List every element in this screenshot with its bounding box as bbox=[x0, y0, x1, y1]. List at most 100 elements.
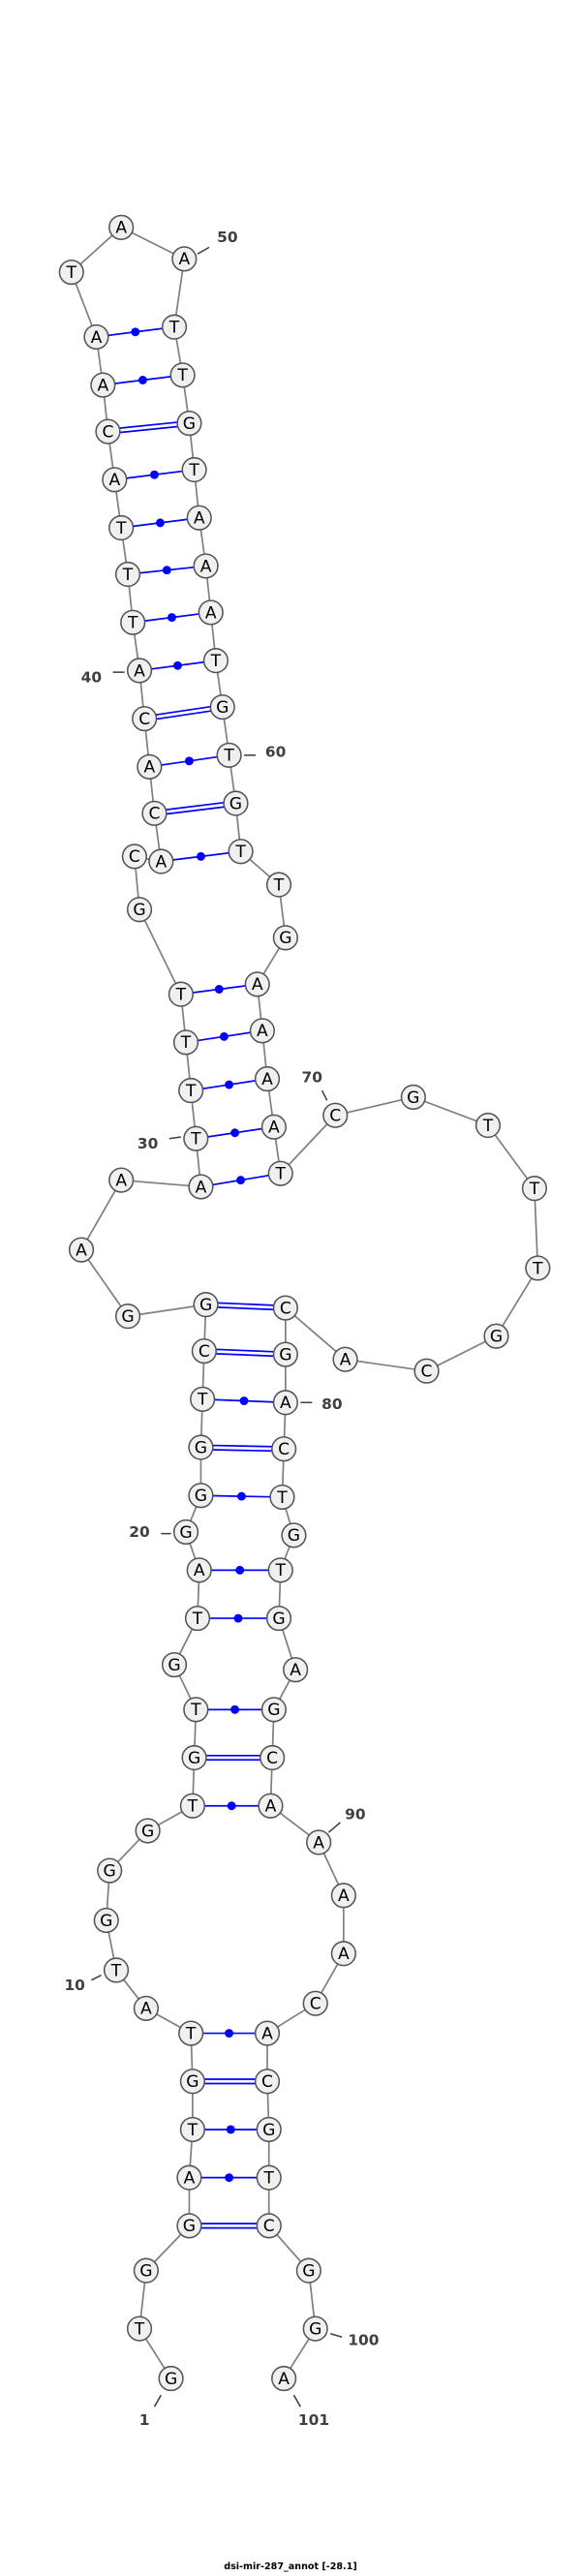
nucleotide-75: G bbox=[483, 1323, 509, 1349]
nucleotide-letter: A bbox=[338, 1886, 350, 1906]
pair-dot bbox=[167, 613, 176, 623]
nucleotide-70: C bbox=[322, 1102, 349, 1128]
nucleotide-letter: T bbox=[274, 1561, 286, 1580]
nucleotide-letter: A bbox=[134, 661, 145, 681]
nucleotide-circle bbox=[97, 1857, 123, 1884]
nucleotide-88: C bbox=[260, 1744, 286, 1771]
nucleotide-letter: G bbox=[183, 2217, 196, 2236]
nucleotide-circle bbox=[413, 1358, 440, 1384]
pair-line bbox=[144, 708, 224, 722]
nucleotide-81: C bbox=[271, 1436, 297, 1462]
nucleotide-circle bbox=[267, 1557, 293, 1583]
nucleotide-letter: C bbox=[138, 710, 150, 729]
nucleotide-22: G bbox=[188, 1434, 214, 1460]
nucleotide-letter: T bbox=[175, 985, 187, 1004]
nucleotide-circle bbox=[178, 1077, 204, 1104]
backbone-link bbox=[280, 1115, 336, 1175]
nucleotide-circle bbox=[216, 742, 242, 768]
nucleotide-40: A bbox=[126, 658, 153, 684]
nucleotide-circle bbox=[93, 1907, 119, 1934]
nucleotide-circle bbox=[249, 1018, 275, 1044]
nucleotide-circle bbox=[302, 2315, 328, 2342]
pair-dot bbox=[239, 1396, 249, 1406]
pair-dot bbox=[225, 1080, 234, 1089]
nucleotide-77: A bbox=[332, 1346, 358, 1372]
nucleotide-circle bbox=[161, 314, 188, 340]
nucleotide-circle bbox=[172, 1029, 199, 1056]
pair-line bbox=[107, 424, 190, 435]
nucleotide-letter: C bbox=[199, 1342, 210, 1362]
base-pair bbox=[161, 850, 241, 863]
nucleotide-circle bbox=[179, 1793, 205, 1819]
nucleotide-circle bbox=[306, 1829, 332, 1855]
base-pair bbox=[149, 753, 229, 768]
pair-dot bbox=[236, 1491, 246, 1501]
nucleotide-circle bbox=[254, 1065, 281, 1092]
pair-dot bbox=[226, 2125, 235, 2134]
nucleotide-letter: G bbox=[288, 1526, 300, 1546]
nucleotide-12: G bbox=[97, 1857, 123, 1884]
nucleotide-10: T bbox=[103, 1957, 130, 1983]
pair-dot bbox=[233, 1613, 243, 1623]
nucleotide-14: T bbox=[179, 1793, 205, 1819]
nucleotide-43: T bbox=[108, 514, 135, 541]
backbone-link bbox=[413, 1096, 489, 1126]
nucleotide-circle bbox=[260, 1697, 287, 1723]
nucleotide-letter: T bbox=[190, 1701, 201, 1720]
pair-line bbox=[203, 1348, 286, 1354]
nucleotide-circle bbox=[322, 1102, 349, 1128]
nucleotide-circle bbox=[176, 2213, 202, 2239]
nucleotide-circle bbox=[108, 514, 135, 541]
nucleotide-circle bbox=[133, 1995, 160, 2021]
nucleotide-circle bbox=[186, 1557, 212, 1583]
nucleotide-circle bbox=[254, 2069, 281, 2095]
nucleotide-73: T bbox=[521, 1176, 548, 1202]
base-pair bbox=[185, 1029, 262, 1044]
nucleotide-circle bbox=[330, 1883, 356, 1909]
base-pair bbox=[189, 2173, 269, 2183]
nucleotide-circle bbox=[103, 1957, 130, 1983]
nucleotide-3: G bbox=[133, 2257, 160, 2284]
position-label: 60 bbox=[265, 743, 286, 760]
nucleotide-circle bbox=[256, 2116, 282, 2143]
pair-line bbox=[200, 1444, 285, 1448]
nucleotide-87: G bbox=[260, 1697, 287, 1723]
nucleotide-circle bbox=[271, 2365, 297, 2392]
nucleotide-79: G bbox=[272, 1341, 298, 1367]
nucleotide-letter: C bbox=[280, 1299, 291, 1318]
label-tick bbox=[321, 1089, 328, 1101]
nucleotide-37: C bbox=[141, 800, 168, 826]
nucleotide-circle bbox=[132, 706, 158, 732]
nucleotide-circle bbox=[133, 2257, 160, 2284]
nucleotide-letter: T bbox=[273, 875, 285, 895]
nucleotide-letter: T bbox=[187, 2121, 199, 2140]
base-pair bbox=[200, 1172, 281, 1188]
label-tick bbox=[153, 2394, 162, 2407]
nucleotide-57: A bbox=[198, 599, 224, 626]
nucleotide-52: T bbox=[169, 362, 196, 388]
nucleotide-76: C bbox=[413, 1358, 440, 1384]
nucleotide-6: T bbox=[179, 2116, 205, 2143]
nucleotide-5: A bbox=[176, 2164, 202, 2191]
nucleotide-circle bbox=[256, 2164, 282, 2191]
nucleotide-circle bbox=[521, 1176, 548, 1202]
nucleotide-49: A bbox=[108, 214, 135, 240]
nucleotide-letter: T bbox=[185, 2024, 197, 2043]
nucleotide-letter: G bbox=[272, 1610, 285, 1629]
nucleotide-50: A bbox=[171, 246, 198, 272]
pair-line bbox=[200, 1448, 285, 1453]
nucleotide-28: A bbox=[108, 1167, 135, 1193]
nucleotide-46: A bbox=[90, 372, 116, 398]
nucleotide-letter: A bbox=[115, 1171, 127, 1190]
pair-dot bbox=[172, 660, 182, 670]
nucleotide-circle bbox=[474, 1112, 502, 1139]
nucleotide-101: A bbox=[271, 2365, 297, 2392]
pair-dot bbox=[219, 1031, 229, 1041]
nucleotide-letter: G bbox=[267, 1701, 280, 1720]
nucleotide-circle bbox=[254, 2020, 281, 2046]
nucleotide-54: T bbox=[181, 456, 207, 483]
nucleotide-circle bbox=[193, 553, 219, 579]
nucleotide-letter: G bbox=[165, 2370, 177, 2389]
nucleotide-89: A bbox=[258, 1793, 284, 1819]
nucleotide-95: C bbox=[254, 2069, 281, 2095]
